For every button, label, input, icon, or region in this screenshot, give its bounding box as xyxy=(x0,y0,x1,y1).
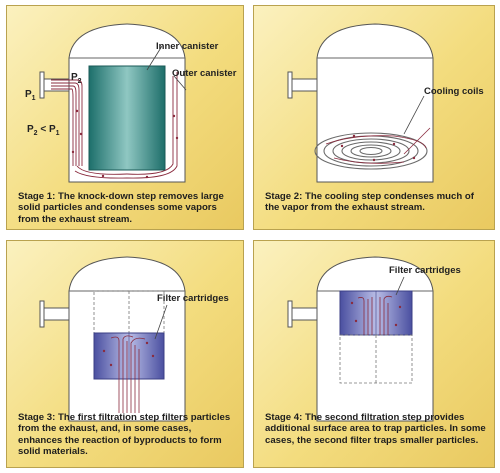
inlet-pipe xyxy=(43,78,70,92)
outer-canister-label: Outer canister xyxy=(172,68,237,79)
stage-1-caption: Stage 1: The knock-down step removes lar… xyxy=(18,191,224,225)
inner-canister-label: Inner canister xyxy=(156,41,219,52)
stage-3-panel: Filter cartridges Stage 3: The first fil… xyxy=(6,240,244,468)
stage-2-panel: Cooling coils Stage 2: The cooling step … xyxy=(253,5,495,230)
stage-4-caption: Stage 4: The second filtration step prov… xyxy=(265,412,486,446)
inner-canister-leader xyxy=(146,45,163,71)
empty-cartridge-outline xyxy=(339,334,413,384)
p2-label: P2 xyxy=(71,72,82,85)
inlet-flange xyxy=(39,300,45,328)
stage-4-diagram xyxy=(287,256,434,422)
cooling-coils-label: Cooling coils xyxy=(424,86,484,97)
filter-cartridges-leader xyxy=(395,276,405,296)
gas-flow-lines xyxy=(51,72,178,179)
p1-label: P1 xyxy=(25,89,36,102)
inner-canister xyxy=(88,65,166,171)
filter-flow-lines xyxy=(110,335,146,413)
particle-dots xyxy=(102,341,155,367)
outer-canister-leader xyxy=(173,75,187,91)
stage-3-caption: Stage 3: The first filtration step filte… xyxy=(18,412,231,457)
particle-dots xyxy=(340,134,416,162)
filter-cartridges-label: Filter cartridges xyxy=(157,293,229,304)
filter-cartridges-leader xyxy=(154,304,168,340)
stage-1-panel: Inner canister Outer canister P1 P2 P2 <… xyxy=(6,5,244,230)
vessel-outline xyxy=(316,256,434,422)
pressure-relation: P2 < P1 xyxy=(27,124,60,137)
inlet-pipe xyxy=(291,78,318,92)
inlet-flange xyxy=(39,71,45,99)
inlet-flange xyxy=(287,300,293,328)
particle-dots xyxy=(350,301,402,327)
stage-2-diagram xyxy=(287,23,434,183)
filter-flow-lines xyxy=(357,295,393,335)
cooling-coils-leader xyxy=(403,95,425,135)
stage-3-diagram xyxy=(39,256,186,422)
stage-2-caption: Stage 2: The cooling step condenses much… xyxy=(265,191,474,214)
stage-4-panel: Filter cartridges Stage 4: The second fi… xyxy=(253,240,495,468)
stage-1-diagram xyxy=(39,23,187,183)
inlet-pipe xyxy=(291,307,318,321)
particle-dots xyxy=(71,109,179,179)
filter-cartridges-label: Filter cartridges xyxy=(389,265,461,276)
inlet-pipe xyxy=(43,307,70,321)
inlet-flange xyxy=(287,71,293,99)
coil-flow-lines xyxy=(325,127,431,164)
